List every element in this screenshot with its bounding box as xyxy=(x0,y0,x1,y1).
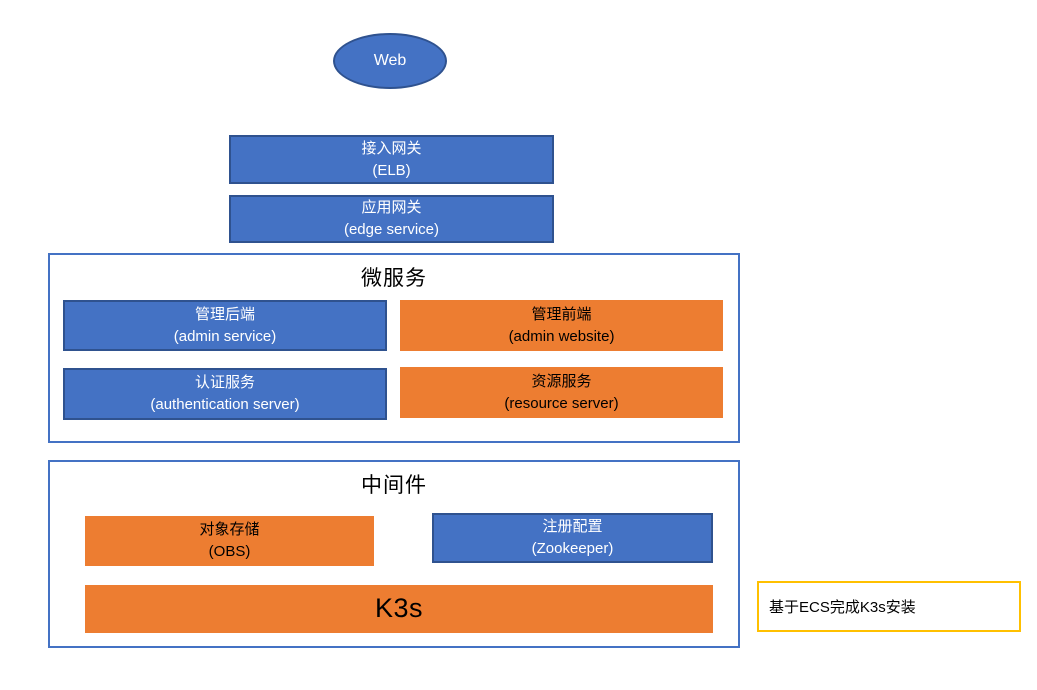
k3s-node: K3s xyxy=(85,585,713,633)
obs-label-en: (OBS) xyxy=(208,543,251,560)
app-gateway-label-en: (edge service) xyxy=(343,221,440,238)
zookeeper-label-cn: 注册配置 xyxy=(542,518,603,536)
auth-server-node: 认证服务 (authentication server) xyxy=(63,368,387,420)
obs-label-cn: 对象存储 xyxy=(199,521,260,539)
resource-server-label-cn: 资源服务 xyxy=(531,372,592,390)
zookeeper-node: 注册配置 (Zookeeper) xyxy=(432,513,713,563)
middleware-title: 中间件 xyxy=(361,474,427,497)
access-gateway-node: 接入网关 (ELB) xyxy=(229,135,554,184)
annotation-text: 基于ECS完成K3s安装 xyxy=(769,599,916,616)
admin-website-label-en: (admin website) xyxy=(508,327,615,345)
zookeeper-label-en: (Zookeeper) xyxy=(531,540,614,557)
microservices-title: 微服务 xyxy=(361,267,427,290)
web-node: Web xyxy=(333,33,447,89)
auth-server-label-en: (authentication server) xyxy=(150,396,300,413)
annotation-note: 基于ECS完成K3s安装 xyxy=(757,581,1021,632)
access-gateway-label-en: (ELB) xyxy=(372,161,411,179)
admin-service-label-cn: 管理后端 xyxy=(194,305,255,323)
resource-server-node: 资源服务 (resource server) xyxy=(400,367,723,418)
admin-service-label-en: (admin service) xyxy=(173,327,277,345)
microservices-container: 微服务 xyxy=(48,253,740,443)
access-gateway-label-cn: 接入网关 xyxy=(361,139,422,157)
obs-node: 对象存储 (OBS) xyxy=(85,516,374,566)
web-label: Web xyxy=(373,52,407,70)
resource-server-label-en: (resource server) xyxy=(504,394,619,412)
admin-website-node: 管理前端 (admin website) xyxy=(400,300,723,351)
admin-website-label-cn: 管理前端 xyxy=(531,305,592,323)
app-gateway-node: 应用网关 (edge service) xyxy=(229,195,554,243)
auth-server-label-cn: 认证服务 xyxy=(194,374,255,392)
k3s-label: K3s xyxy=(374,593,424,624)
app-gateway-label-cn: 应用网关 xyxy=(361,199,422,217)
middleware-container: 中间件 xyxy=(48,460,740,648)
admin-service-node: 管理后端 (admin service) xyxy=(63,300,387,351)
